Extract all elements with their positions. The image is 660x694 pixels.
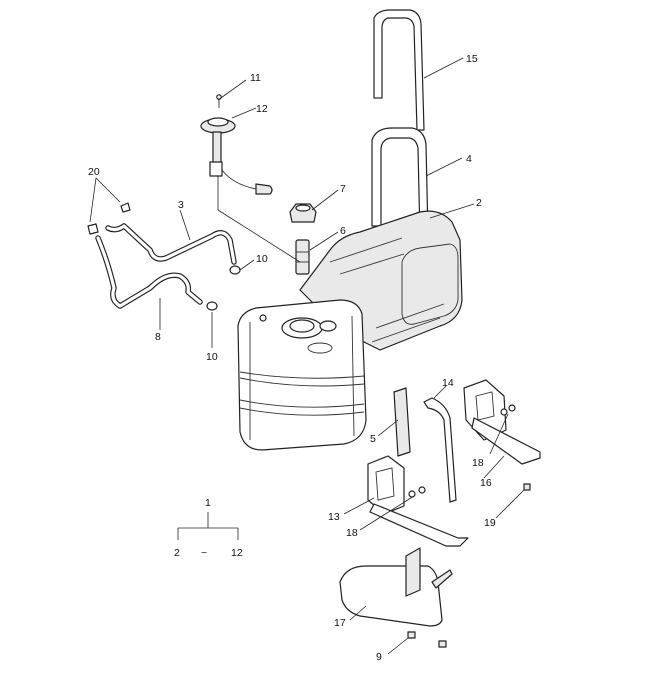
fuel-tank-part-2: [237, 210, 463, 451]
bracket-part-16: [463, 379, 541, 465]
assembly-key-tilde: ~: [201, 547, 207, 559]
callout-16: 16: [480, 477, 492, 489]
screw-part-11: [216, 94, 222, 108]
bracket-part-13: [367, 455, 469, 547]
assembly-key-left: 2: [174, 547, 180, 559]
callout-10-lower: 10: [206, 351, 218, 363]
hose-part-8: [95, 235, 203, 309]
callout-13: 13: [328, 511, 340, 523]
strap-part-15: [373, 9, 425, 131]
hose-part-3: [105, 223, 237, 265]
callout-14: 14: [442, 377, 454, 389]
callout-18-right: 18: [472, 457, 484, 469]
callout-8: 8: [155, 331, 161, 343]
assembly-key: 1 2 ~ 12: [174, 497, 243, 559]
callout-4: 4: [466, 153, 472, 165]
callout-10-upper: 10: [256, 253, 268, 265]
strainer-part-6: [295, 239, 310, 275]
filler-cap-part-7: [289, 203, 317, 223]
callout-15: 15: [466, 53, 478, 65]
bolt-part-18: [408, 404, 516, 498]
pad-part-5: [393, 387, 411, 457]
nut-part-19: [523, 483, 531, 491]
callout-6: 6: [340, 225, 346, 237]
clamp-part-10: [206, 265, 241, 311]
fuel-sender-part-12: [200, 117, 273, 195]
callout-11: 11: [250, 72, 261, 84]
strap-part-14: [423, 397, 457, 503]
step-plate-part-17: [339, 547, 453, 627]
callout-5: 5: [370, 433, 376, 445]
callout-2: 2: [476, 197, 482, 209]
callout-12: 12: [256, 103, 268, 115]
callout-20: 20: [88, 166, 100, 178]
callout-17: 17: [334, 617, 346, 629]
callout-3: 3: [178, 199, 184, 211]
callout-18-left: 18: [346, 527, 358, 539]
assembly-key-top: 1: [205, 497, 211, 509]
leader-lines: [89, 57, 525, 655]
callout-7: 7: [340, 183, 346, 195]
callout-9: 9: [376, 651, 382, 663]
assembly-key-right: 12: [231, 547, 243, 559]
callout-labels: 15 11 12 4 2 7 6 3 8 10 10 20 5 14 16 18…: [88, 53, 496, 663]
clip-part-20: [87, 202, 131, 235]
bolt-part-9: [407, 631, 447, 648]
callout-19: 19: [484, 517, 496, 529]
